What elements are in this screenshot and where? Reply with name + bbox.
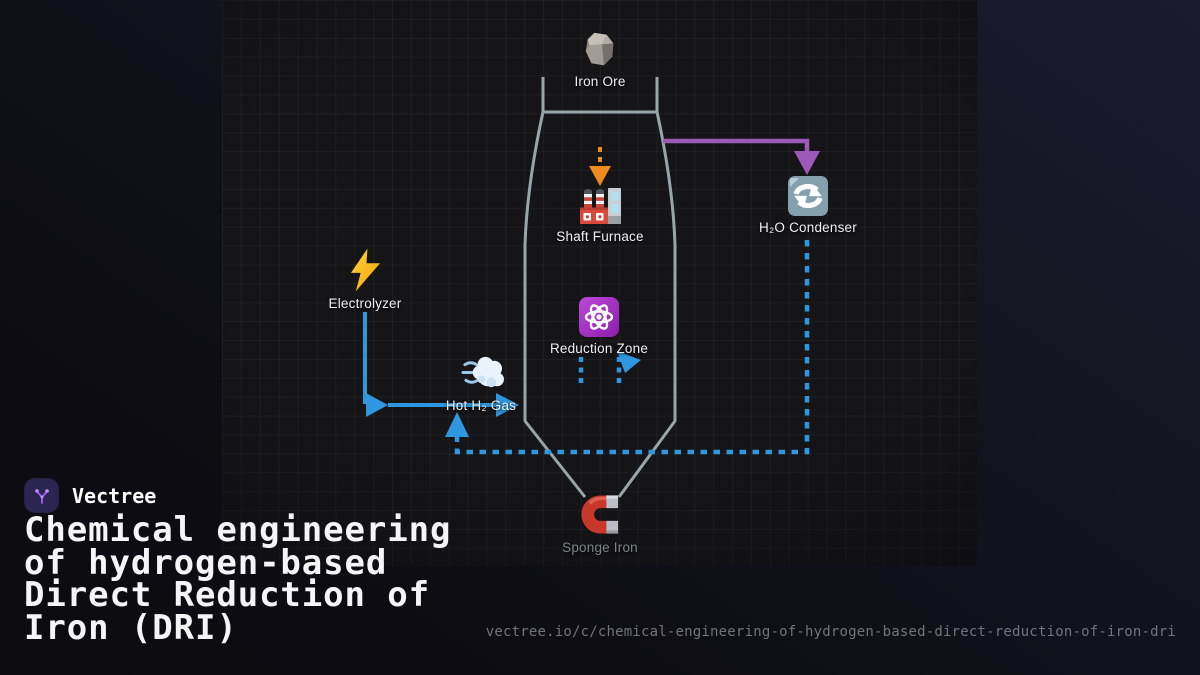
node-hot-h2-gas[interactable]: Hot H₂ Gas [406, 352, 556, 413]
furnace-outline [523, 77, 677, 498]
node-shaft-furnace[interactable]: Shaft Furnace [525, 185, 675, 244]
vectree-logo [25, 479, 58, 512]
magnet-icon [579, 492, 622, 537]
edge-furnace-to-condenser [663, 138, 820, 175]
node-label: H₂O Condenser [759, 220, 857, 235]
footer-url: vectree.io/c/chemical-engineering-of-hyd… [485, 624, 1176, 640]
edge-ironore-to-furnace [589, 147, 611, 186]
node-sponge-iron[interactable]: Sponge Iron [525, 492, 675, 555]
node-label: Electrolyzer [328, 296, 402, 311]
lightning-icon [349, 247, 382, 293]
node-label: Iron Ore [574, 74, 626, 89]
edge-electrolyzer-to-hoth2 [363, 312, 519, 417]
node-label: Hot H₂ Gas [445, 398, 517, 413]
rock-icon [581, 29, 619, 71]
node-iron-ore[interactable]: Iron Ore [525, 29, 675, 89]
title-line: Direct Reduction of [24, 575, 431, 615]
node-reduction-zone[interactable]: Reduction Zone [524, 296, 674, 356]
diagram-canvas [222, 0, 977, 566]
title-line: Iron (DRI) [24, 607, 238, 648]
title-line: Chemical engineering [24, 510, 452, 550]
recycle-arrows-icon [787, 175, 829, 217]
brand-lockup: Vectree [25, 479, 156, 512]
node-label: Sponge Iron [562, 540, 638, 555]
vectree-branch-icon [34, 488, 49, 504]
page-title: Chemical engineering of hydrogen-based D… [24, 510, 452, 648]
atom-icon [578, 296, 620, 338]
factory-icon [577, 185, 624, 226]
node-electrolyzer[interactable]: Electrolyzer [290, 247, 440, 311]
node-label: Reduction Zone [549, 341, 649, 356]
wind-cloud-icon [458, 352, 505, 395]
edge-gas-through-reduction-zone [578, 351, 641, 387]
edge-condenser-to-hoth2-recycle [445, 240, 810, 455]
node-label: Shaft Furnace [556, 229, 644, 244]
brand-name: Vectree [72, 483, 157, 508]
node-h2o-condenser[interactable]: H₂O Condenser [733, 175, 883, 235]
title-line: of hydrogen-based [24, 542, 388, 583]
